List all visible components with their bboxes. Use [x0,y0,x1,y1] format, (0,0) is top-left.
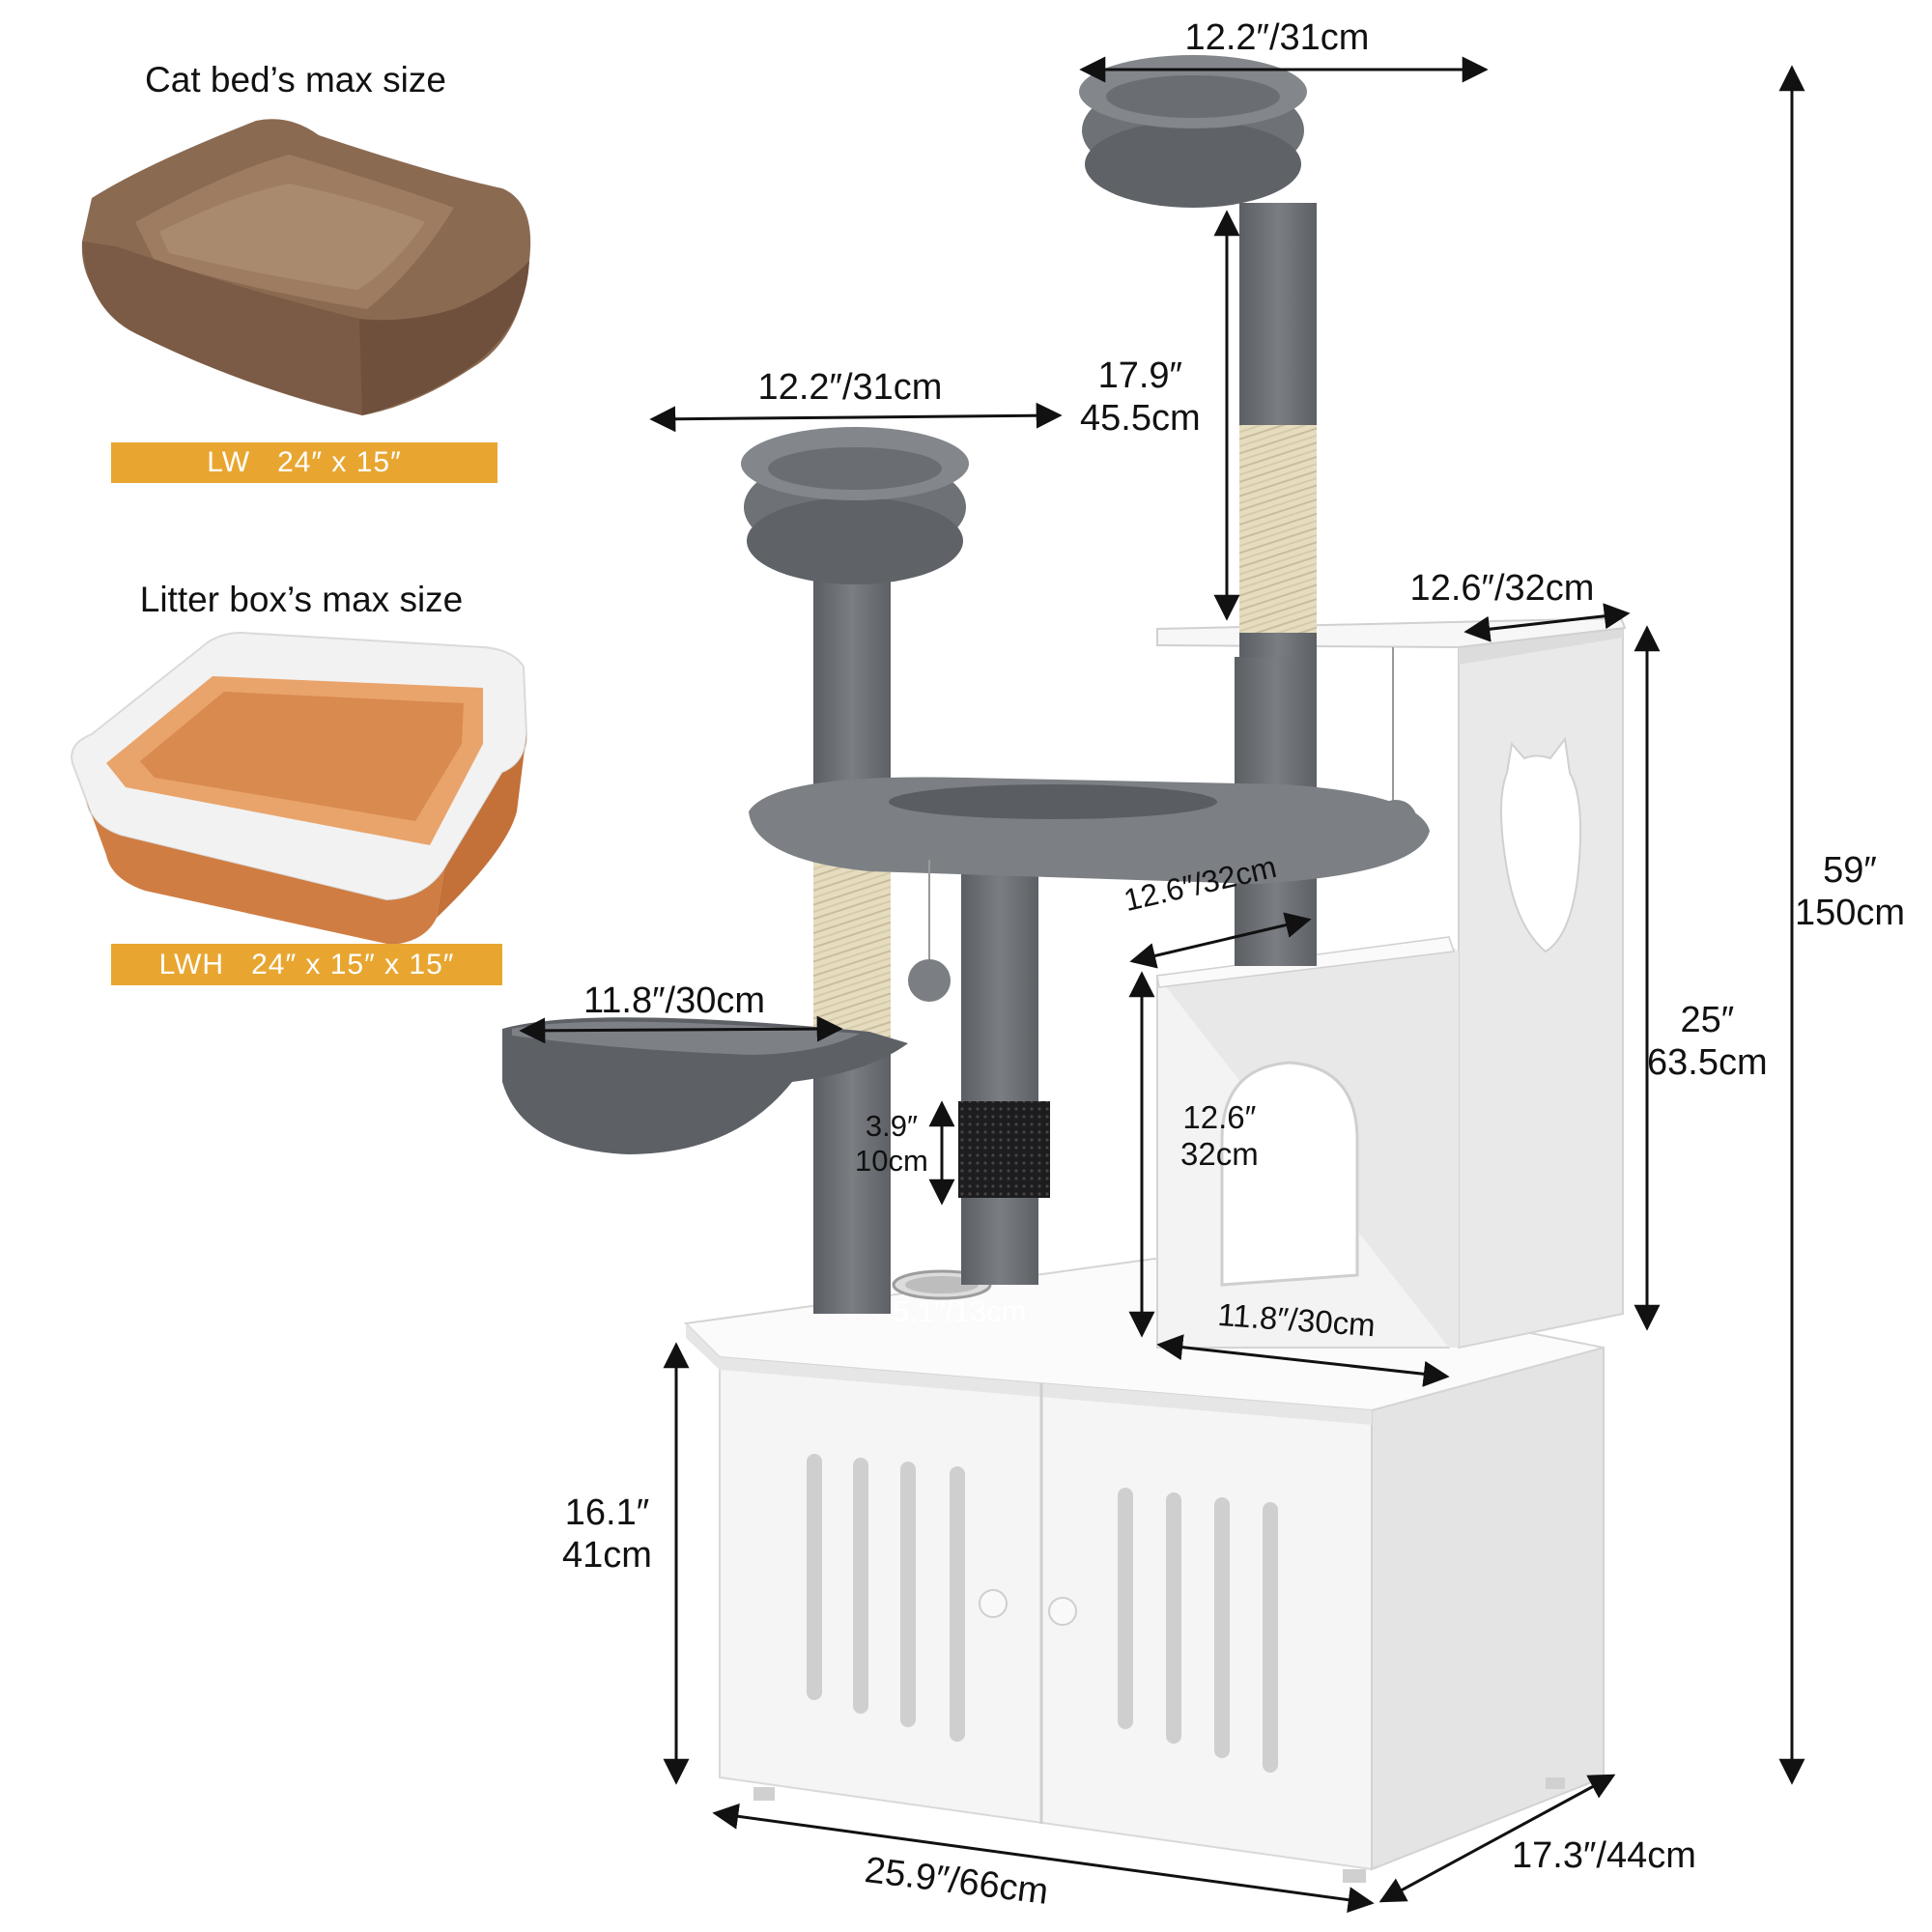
cat-bed-image [81,119,531,415]
litter-box-image [71,631,528,945]
cat-bed-size-banner: LW 24″ x 15″ [111,442,497,483]
cat-bed-banner-value: 24″ x 15″ [277,446,402,478]
side-tower-height-label: 25″ 63.5cm [1647,1000,1768,1084]
bowl-diameter-label: 5.1″/13cm [893,1294,1027,1328]
total-height-label: 59″ 150cm [1795,850,1905,934]
top-post-height-cm: 45.5cm [1080,397,1201,439]
cabinet-height-cm: 41cm [562,1534,652,1576]
cat-bed-heading: Cat bed’s max size [145,60,446,99]
brush-height-in: 3.9″ [865,1109,918,1143]
condo-height-cm: 32cm [1180,1135,1259,1172]
cat-bed-banner-label: LW [207,446,251,478]
hammock-width-label: 11.8″/30cm [582,980,766,1021]
side-tower [1156,616,1627,1350]
dimension-lines [519,56,1805,1914]
side-tower-height-in: 25″ [1680,1000,1735,1040]
cabinet-height-label: 16.1″ 41cm [562,1492,652,1577]
cabinet-height-in: 16.1″ [564,1492,650,1533]
middle-perch-width-label: 12.2″/31cm [757,367,943,408]
condo-height-label: 12.6″ 32cm [1180,1099,1259,1173]
total-height-in: 59″ [1823,850,1877,891]
litter-box-heading: Litter box’s max size [139,580,464,619]
brush-height-cm: 10cm [855,1143,928,1178]
side-tower-height-cm: 63.5cm [1647,1041,1768,1083]
litter-box-banner-value: 24″ x 15″ x 15″ [251,948,455,980]
condo-height-in: 12.6″ [1182,1099,1257,1135]
top-shelf-width-label: 12.6″/32cm [1409,568,1595,609]
top-post-height-in: 17.9″ [1097,355,1183,396]
total-height-cm: 150cm [1795,892,1906,933]
litter-box-banner-label: LWH [158,948,225,980]
litter-box-size-banner: LWH 24″ x 15″ x 15″ [111,944,502,985]
cabinet-depth-label: 17.3″/44cm [1512,1835,1696,1876]
top-post-height-label: 17.9″ 45.5cm [1080,355,1201,440]
top-perch-width-label: 12.2″/31cm [1184,17,1370,58]
perches [502,55,1430,1154]
brush-height-label: 3.9″ 10cm [855,1109,928,1178]
cabinet-base [683,1257,1605,1883]
